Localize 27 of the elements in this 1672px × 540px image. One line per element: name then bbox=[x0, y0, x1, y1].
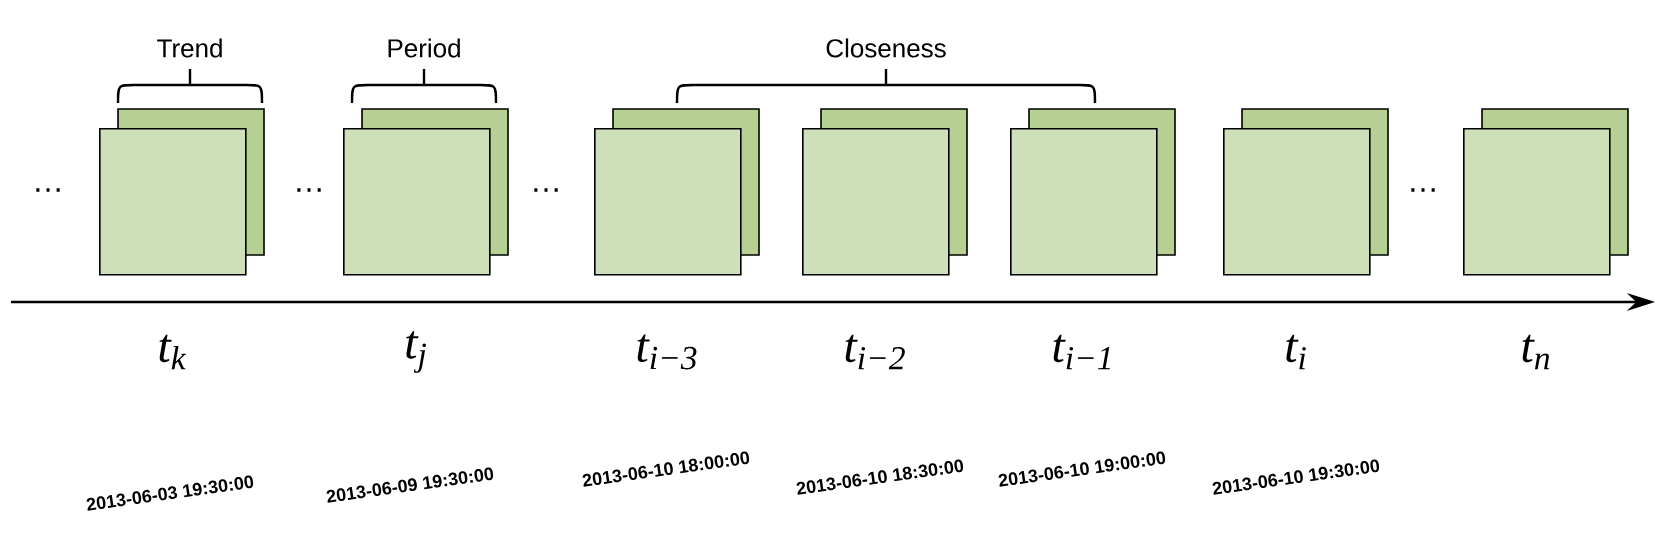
time-label: t$_{n}$ bbox=[1522, 334, 1550, 370]
time-label: t$_{i}$ bbox=[1286, 334, 1306, 370]
time-label: t$_{i−3}$ bbox=[637, 334, 697, 370]
group-label: Trend bbox=[157, 38, 222, 58]
time-label: t$_{i−1}$ bbox=[1053, 334, 1110, 370]
time-label: t$_{i−2}$ bbox=[845, 334, 905, 370]
timestamp: 2013-06-03 19:30:00 bbox=[86, 475, 254, 511]
timestamp: 2013-06-10 19:00:00 bbox=[998, 451, 1166, 487]
timestamp: 2013-06-10 19:30:00 bbox=[1212, 459, 1380, 495]
time-label: t$_{j}$ bbox=[406, 331, 426, 373]
frame-stack bbox=[594, 108, 760, 276]
frame-stack bbox=[1223, 108, 1389, 276]
time-label: t$_{k}$ bbox=[159, 334, 187, 370]
frame-stack bbox=[802, 108, 968, 276]
timestamp: 2013-06-10 18:00:00 bbox=[582, 451, 750, 487]
frame-stack bbox=[343, 108, 509, 276]
ellipsis: … bbox=[534, 188, 558, 192]
timestamp: 2013-06-09 19:30:00 bbox=[326, 467, 494, 503]
ellipsis: … bbox=[297, 188, 321, 192]
frame-stack bbox=[99, 108, 265, 276]
timestamp: 2013-06-10 18:30:00 bbox=[796, 459, 964, 495]
group-label: Period bbox=[388, 38, 460, 58]
frame-stack bbox=[1010, 108, 1176, 276]
group-label: Closeness bbox=[826, 38, 946, 58]
frame-stack bbox=[1463, 108, 1629, 276]
ellipsis: … bbox=[36, 188, 60, 192]
ellipsis: … bbox=[1411, 188, 1435, 192]
